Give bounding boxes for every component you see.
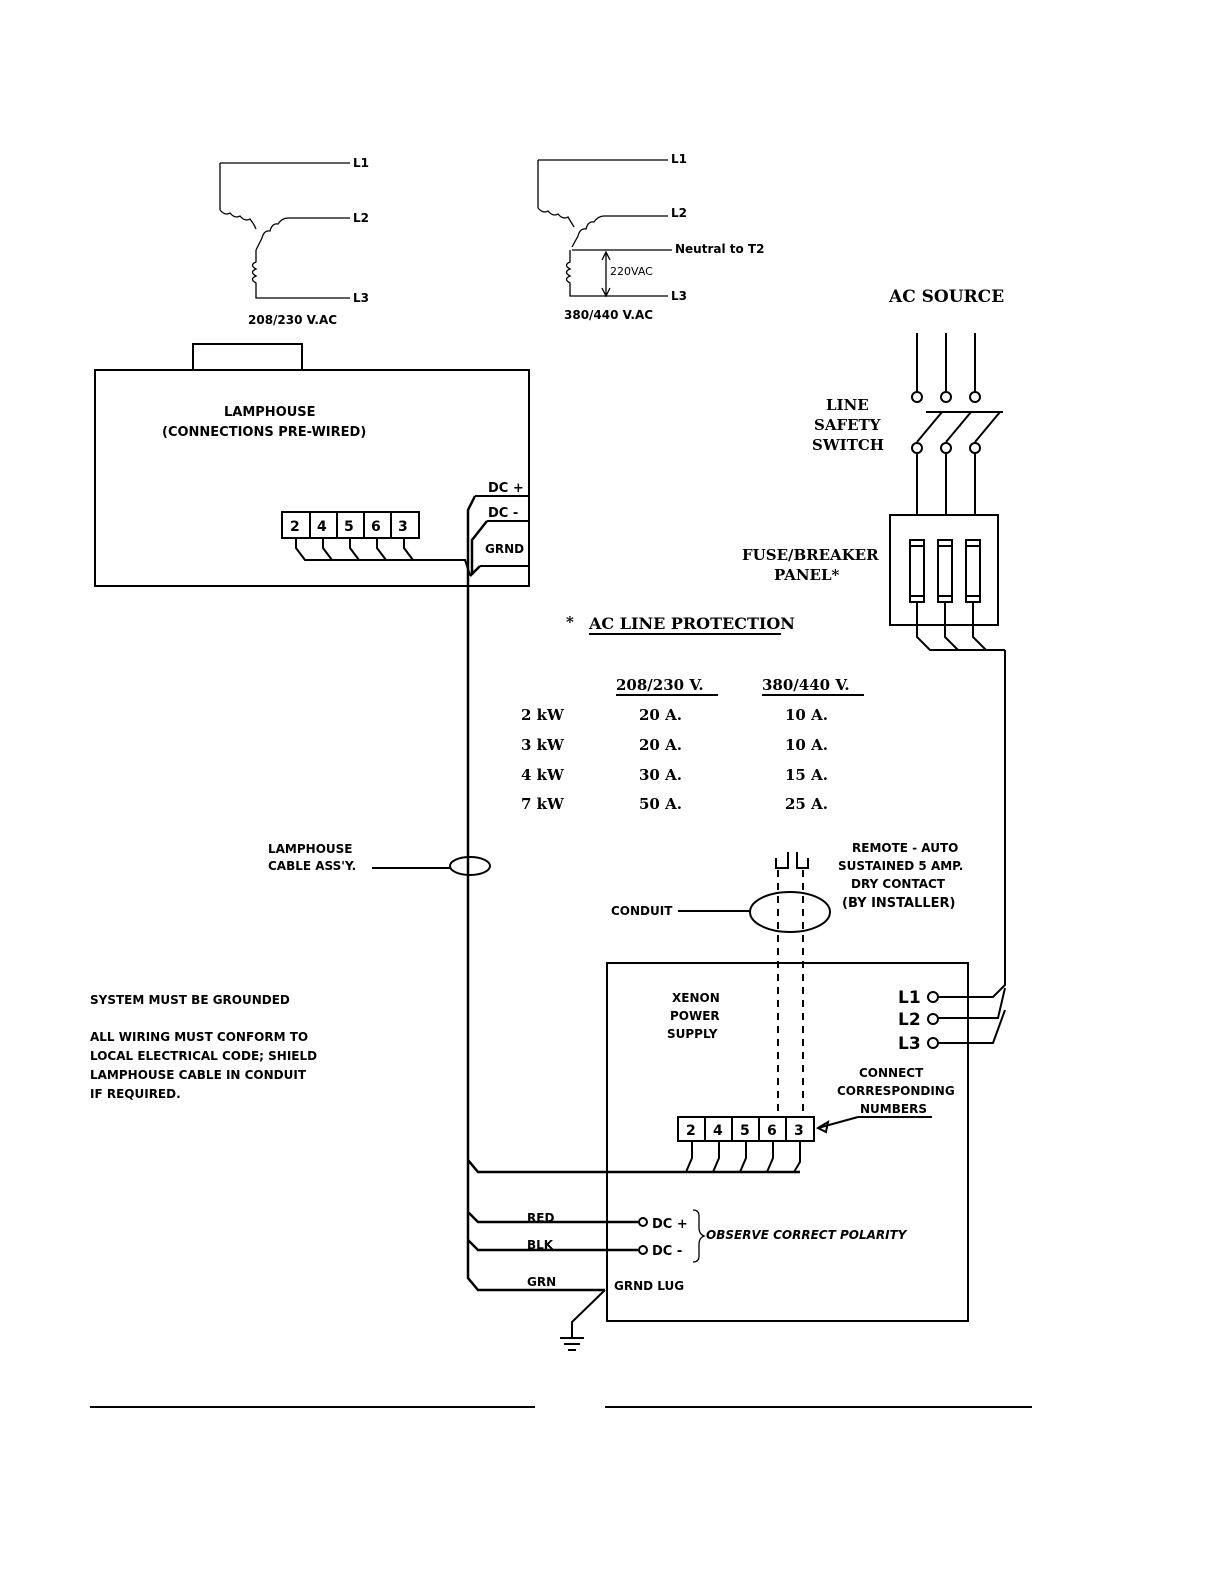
- lamphouse-terminal: 3: [398, 519, 408, 535]
- wye-left-caption: 208/230 V.AC: [248, 313, 337, 327]
- protection-amp-380: 10 A.: [785, 706, 828, 724]
- connect-label-2: CORRESPONDING: [837, 1084, 955, 1098]
- remote-label-4: (BY INSTALLER): [842, 896, 955, 911]
- power-supply-terminal: 5: [740, 1123, 750, 1139]
- lamphouse-terminal: 5: [344, 519, 354, 535]
- power-supply-terminal-block: 2 4 5 6 3: [677, 1116, 815, 1173]
- input-l2-label: L2: [898, 1010, 921, 1030]
- neutral-label: Neutral to T2: [675, 242, 764, 256]
- protection-amp-380: 15 A.: [785, 766, 828, 784]
- wye-diagram-380-440: L1 L2 Neutral to T2 220VAC L3 380/440 V.…: [537, 152, 764, 322]
- power-supply-terminal: 3: [794, 1123, 804, 1139]
- lamphouse-terminal: 6: [371, 519, 381, 535]
- switch-label-3: SWITCH: [812, 436, 884, 454]
- protection-amp-380: 25 A.: [785, 795, 828, 813]
- lamphouse-title: LAMPHOUSE: [224, 405, 316, 420]
- xenon-power-supply-box: [606, 962, 969, 1322]
- lamphouse-cable: [466, 495, 800, 1292]
- fuse-label-1: FUSE/BREAKER: [742, 546, 879, 564]
- protection-kw: 4 kW: [521, 766, 565, 784]
- lamphouse-box: [94, 343, 530, 587]
- power-supply-terminal: 2: [686, 1123, 696, 1139]
- wye-right-l3: L3: [671, 289, 687, 303]
- wiring-note-2: LOCAL ELECTRICAL CODE; SHIELD: [90, 1049, 317, 1063]
- wiring-note-4: IF REQUIRED.: [90, 1087, 181, 1101]
- connect-label-3: NUMBERS: [860, 1102, 927, 1116]
- polarity-note: OBSERVE CORRECT POLARITY: [706, 1228, 908, 1242]
- line-safety-switch: [911, 333, 1003, 515]
- wye-right-caption: 380/440 V.AC: [564, 308, 653, 322]
- polarity-brace: [692, 1209, 706, 1263]
- fuse-label-2: PANEL*: [774, 566, 840, 584]
- wire-label-red: RED: [527, 1211, 554, 1225]
- lamphouse-terminal: 2: [290, 519, 300, 535]
- power-supply-ac-inputs: L1 L2 L3: [898, 988, 939, 1054]
- switch-label-1: LINE: [826, 396, 869, 414]
- conduit-ellipse: [749, 891, 831, 933]
- dc-minus-label: DC -: [652, 1244, 682, 1259]
- wiring-note-1: ALL WIRING MUST CONFORM TO: [90, 1030, 308, 1044]
- wiring-note-3: LAMPHOUSE CABLE IN CONDUIT: [90, 1068, 307, 1082]
- remote-label-2: SUSTAINED 5 AMP.: [838, 859, 963, 873]
- wire-label-grn: GRN: [527, 1275, 556, 1289]
- protection-kw: 3 kW: [521, 736, 565, 754]
- remote-label-1: REMOTE - AUTO: [852, 841, 958, 855]
- dc-plus-terminal: [638, 1217, 648, 1227]
- lamphouse-terminal-block: 2 4 5 6 3: [281, 511, 471, 576]
- protection-header-380: 380/440 V.: [762, 676, 850, 694]
- protection-amp-208: 50 A.: [639, 795, 682, 813]
- wire-label-blk: BLK: [527, 1238, 554, 1252]
- input-l3-label: L3: [898, 1034, 921, 1054]
- lamphouse-subtitle: (CONNECTIONS PRE-WIRED): [162, 425, 366, 440]
- input-l1-label: L1: [898, 988, 921, 1008]
- grnd-lug-label: GRND LUG: [614, 1279, 684, 1293]
- cable-label-2: CABLE ASS'Y.: [268, 859, 356, 873]
- wye-left-l1: L1: [353, 156, 369, 170]
- protection-amp-208: 30 A.: [639, 766, 682, 784]
- lamphouse-dc-minus: DC -: [488, 506, 518, 521]
- power-supply-terminal: 4: [713, 1123, 723, 1139]
- ac-line-protection-table: * AC LINE PROTECTION 208/230 V. 380/440 …: [521, 613, 864, 813]
- ac-feed-wires: [938, 650, 1006, 1044]
- wye-left-l2: L2: [353, 211, 369, 225]
- wye-right-l2: L2: [671, 206, 687, 220]
- protection-star: *: [566, 613, 574, 631]
- dc-minus-terminal: [638, 1245, 648, 1255]
- power-supply-title-3: SUPPLY: [667, 1027, 718, 1041]
- ground-note: SYSTEM MUST BE GROUNDED: [90, 993, 290, 1007]
- ac-source-label: AC SOURCE: [888, 287, 1004, 307]
- connect-label-1: CONNECT: [859, 1066, 924, 1080]
- remote-dry-contact: [775, 852, 809, 1118]
- power-supply-title-2: POWER: [670, 1009, 720, 1023]
- protection-amp-380: 10 A.: [785, 736, 828, 754]
- power-supply-terminal: 6: [767, 1123, 777, 1139]
- protection-kw: 2 kW: [521, 706, 565, 724]
- ground-symbol: [560, 1289, 606, 1351]
- protection-title: AC LINE PROTECTION: [588, 614, 795, 633]
- power-supply-title-1: XENON: [672, 991, 720, 1005]
- protection-amp-208: 20 A.: [639, 706, 682, 724]
- voltage-220-label: 220VAC: [610, 265, 653, 278]
- fuse-breaker-panel: [889, 514, 1005, 651]
- remote-label-3: DRY CONTACT: [851, 877, 946, 891]
- wye-diagram-208-230: L1 L2 L3 208/230 V.AC: [219, 156, 369, 327]
- protection-kw: 7 kW: [521, 795, 565, 813]
- conduit-label: CONDUIT: [611, 904, 673, 918]
- dc-plus-label: DC +: [652, 1217, 688, 1232]
- lamphouse-terminal: 4: [317, 519, 327, 535]
- wye-right-l1: L1: [671, 152, 687, 166]
- protection-header-208: 208/230 V.: [616, 676, 704, 694]
- switch-label-2: SAFETY: [814, 416, 881, 434]
- wye-left-l3: L3: [353, 291, 369, 305]
- connect-arrow: [815, 1116, 859, 1134]
- cable-clamp: [449, 856, 491, 876]
- lamphouse-grnd: GRND: [485, 542, 524, 556]
- cable-label-1: LAMPHOUSE: [268, 842, 353, 856]
- lamphouse-dc-plus: DC +: [488, 481, 524, 496]
- protection-amp-208: 20 A.: [639, 736, 682, 754]
